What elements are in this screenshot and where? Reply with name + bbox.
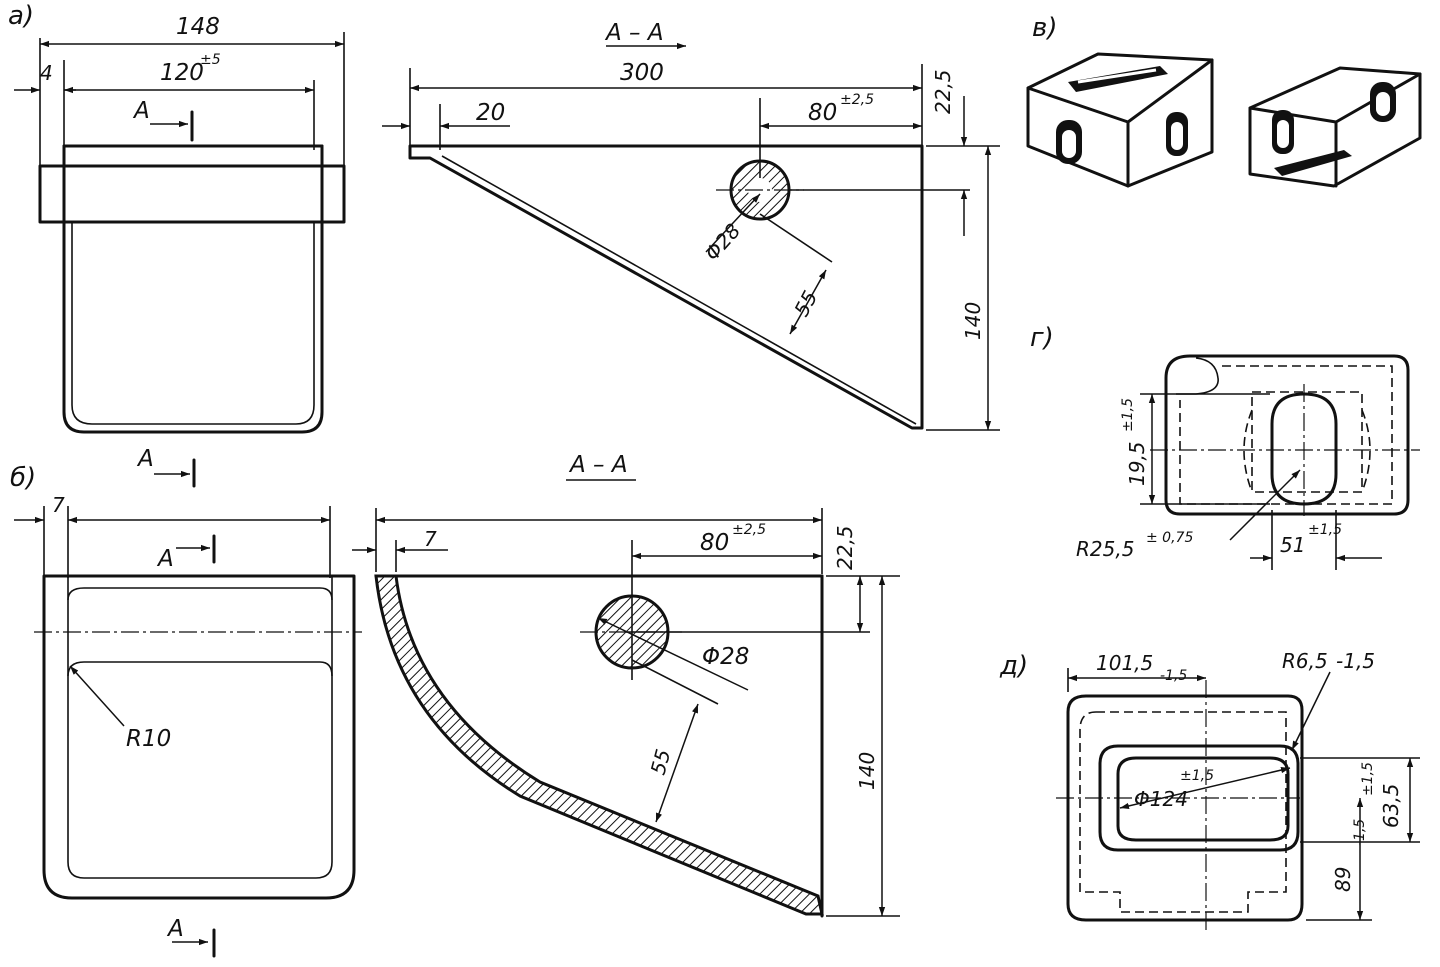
dim-89-tol: -1,5 (1352, 819, 1368, 846)
dim-101-5: 101,5 (1096, 651, 1153, 675)
view-d-label: д) (999, 651, 1028, 681)
section-b-top-label: A (156, 546, 174, 572)
view-d: д) 101,5 -1,5 R6,5 -1,5 Φ124 ±1,5 63,5 ±… (999, 649, 1420, 930)
dim-140-b: 140 (855, 752, 879, 790)
view-a-label: а) (8, 1, 34, 31)
dim-22-5-b: 22,5 (833, 525, 857, 570)
section-a-top-label: A (132, 98, 150, 124)
dim-dia-28-b: Φ28 (702, 644, 749, 670)
view-g-label: г) (1030, 323, 1054, 353)
dim-300: 300 (620, 60, 664, 86)
view-b-section: A – A 7 80 ±2,5 22,5 140 Φ28 55 (352, 452, 900, 918)
dim-dia-28: Φ28 (700, 219, 745, 266)
dim-140: 140 (961, 302, 985, 340)
view-v-label: в) (1032, 13, 1057, 43)
dim-7-front: 7 (52, 493, 65, 517)
dim-19-5: 19,5 (1125, 441, 1149, 486)
section-a-title: A – A (604, 20, 664, 46)
dim-r25-5-tol: ± 0,75 (1146, 530, 1193, 546)
view-a-section: A – A 300 20 80 ±2,5 22,5 140 Φ28 (382, 20, 1000, 431)
section-b-bottom-label: A (166, 916, 184, 942)
dim-51-tol: ±1,5 (1308, 522, 1342, 538)
dim-148: 148 (176, 14, 220, 40)
dim-dia-124: Φ124 (1134, 787, 1188, 811)
dim-63-5: 63,5 (1379, 783, 1403, 828)
view-a-front: а) 148 120 ±5 4 A A (8, 1, 346, 488)
dim-dia-124-tol: ±1,5 (1180, 768, 1214, 784)
dim-120: 120 (160, 60, 204, 86)
dim-101-5-tol: -1,5 (1160, 668, 1187, 684)
view-b-label: б) (10, 463, 36, 493)
dim-89: 89 (1331, 867, 1355, 892)
dim-63-5-tol: ±1,5 (1360, 762, 1376, 796)
dim-80-tol: ±2,5 (840, 92, 874, 108)
dim-80-b-tol: ±2,5 (732, 522, 766, 538)
dim-80: 80 (808, 100, 837, 126)
dim-22-5: 22,5 (931, 69, 955, 114)
dim-r25-5: R25,5 (1076, 537, 1134, 561)
dim-r6-5: R6,5 (1282, 649, 1328, 673)
dim-20: 20 (476, 100, 505, 126)
radius-r10: R10 (126, 726, 171, 752)
dim-4: 4 (40, 61, 53, 85)
view-b-front: б) 7 A A R10 (10, 463, 362, 958)
dim-120-tol: ±5 (200, 52, 221, 68)
dim-51: 51 (1280, 533, 1305, 557)
dim-55-b: 55 (646, 746, 676, 777)
dim-80-b: 80 (700, 530, 729, 556)
section-b-title: A – A (568, 452, 628, 478)
dim-55: 55 (789, 287, 822, 321)
dim-19-5-tol: ±1,5 (1120, 398, 1136, 432)
view-g: г) 19,5 ±1,5 R25,5 ± 0,75 51 ±1,5 (1030, 323, 1420, 570)
dim-r6-5-tol: -1,5 (1336, 649, 1375, 673)
section-a-bottom-label: A (136, 446, 154, 472)
view-v-isometric: в) (1026, 13, 1422, 188)
dim-7-section: 7 (424, 527, 437, 551)
